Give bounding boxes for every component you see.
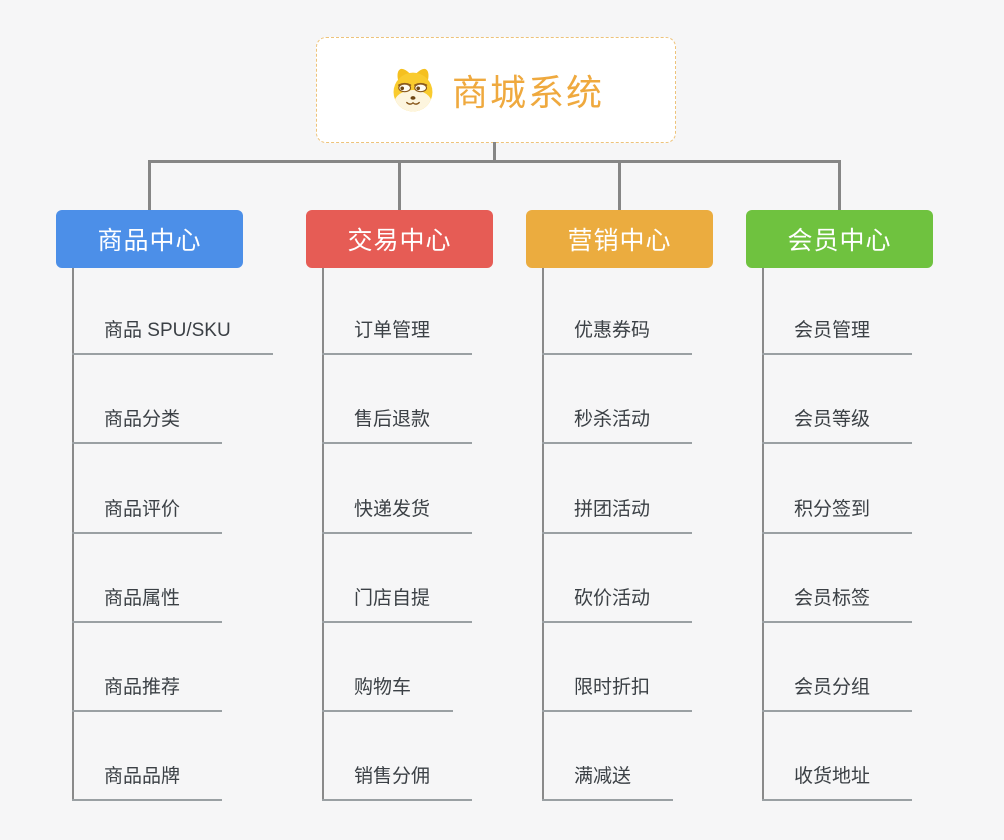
leaf-node-product-review[interactable]: 商品评价 [72, 496, 223, 534]
leaf-node-product-recommend[interactable]: 商品推荐 [72, 674, 223, 712]
branch-node-trade-center[interactable]: 交易中心 [306, 210, 493, 268]
leaf-node-group-buy[interactable]: 拼团活动 [542, 496, 693, 534]
leaf-node-points-checkin[interactable]: 积分签到 [762, 496, 913, 534]
leaf-node-sales-commission[interactable]: 销售分佣 [322, 763, 473, 801]
root-node-mall-system[interactable]: 商城系统 [316, 37, 676, 143]
leaf-node-product-attribute[interactable]: 商品属性 [72, 585, 223, 623]
leaf-node-flash-sale[interactable]: 秒杀活动 [542, 406, 693, 444]
leaf-node-shipping-address[interactable]: 收货地址 [762, 763, 913, 801]
leaf-node-member-level[interactable]: 会员等级 [762, 406, 913, 444]
leaf-node-order-management[interactable]: 订单管理 [322, 317, 473, 355]
leaf-node-product-brand[interactable]: 商品品牌 [72, 763, 223, 801]
connector-horizontal-bar [148, 160, 841, 163]
leaf-node-shopping-cart[interactable]: 购物车 [322, 674, 454, 712]
branch-node-member-center[interactable]: 会员中心 [746, 210, 933, 268]
root-node-title: 商城系统 [451, 72, 604, 113]
leaf-node-aftersale-refund[interactable]: 售后退款 [322, 406, 473, 444]
leaf-node-coupon-code[interactable]: 优惠券码 [542, 317, 693, 355]
connector-drop-branch-4 [838, 160, 841, 212]
leaf-node-member-tag[interactable]: 会员标签 [762, 585, 913, 623]
leaf-node-member-management[interactable]: 会员管理 [762, 317, 913, 355]
leaf-node-store-pickup[interactable]: 门店自提 [322, 585, 473, 623]
leaf-node-express-delivery[interactable]: 快递发货 [322, 496, 473, 534]
leaf-node-bargain-activity[interactable]: 砍价活动 [542, 585, 693, 623]
connector-root-stem [493, 142, 496, 161]
branch-node-marketing-center[interactable]: 营销中心 [526, 210, 713, 268]
branch-node-product-center[interactable]: 商品中心 [56, 210, 243, 268]
leaf-node-limited-time-discount[interactable]: 限时折扣 [542, 674, 693, 712]
leaf-node-product-spu-sku[interactable]: 商品 SPU/SKU [72, 317, 273, 355]
connector-drop-branch-1 [148, 160, 151, 212]
leaf-node-member-group[interactable]: 会员分组 [762, 674, 913, 712]
dog-face-icon [393, 68, 433, 112]
leaf-node-product-category[interactable]: 商品分类 [72, 406, 223, 444]
leaf-node-full-reduction[interactable]: 满减送 [542, 763, 674, 801]
connector-drop-branch-3 [618, 160, 621, 212]
connector-drop-branch-2 [398, 160, 401, 212]
